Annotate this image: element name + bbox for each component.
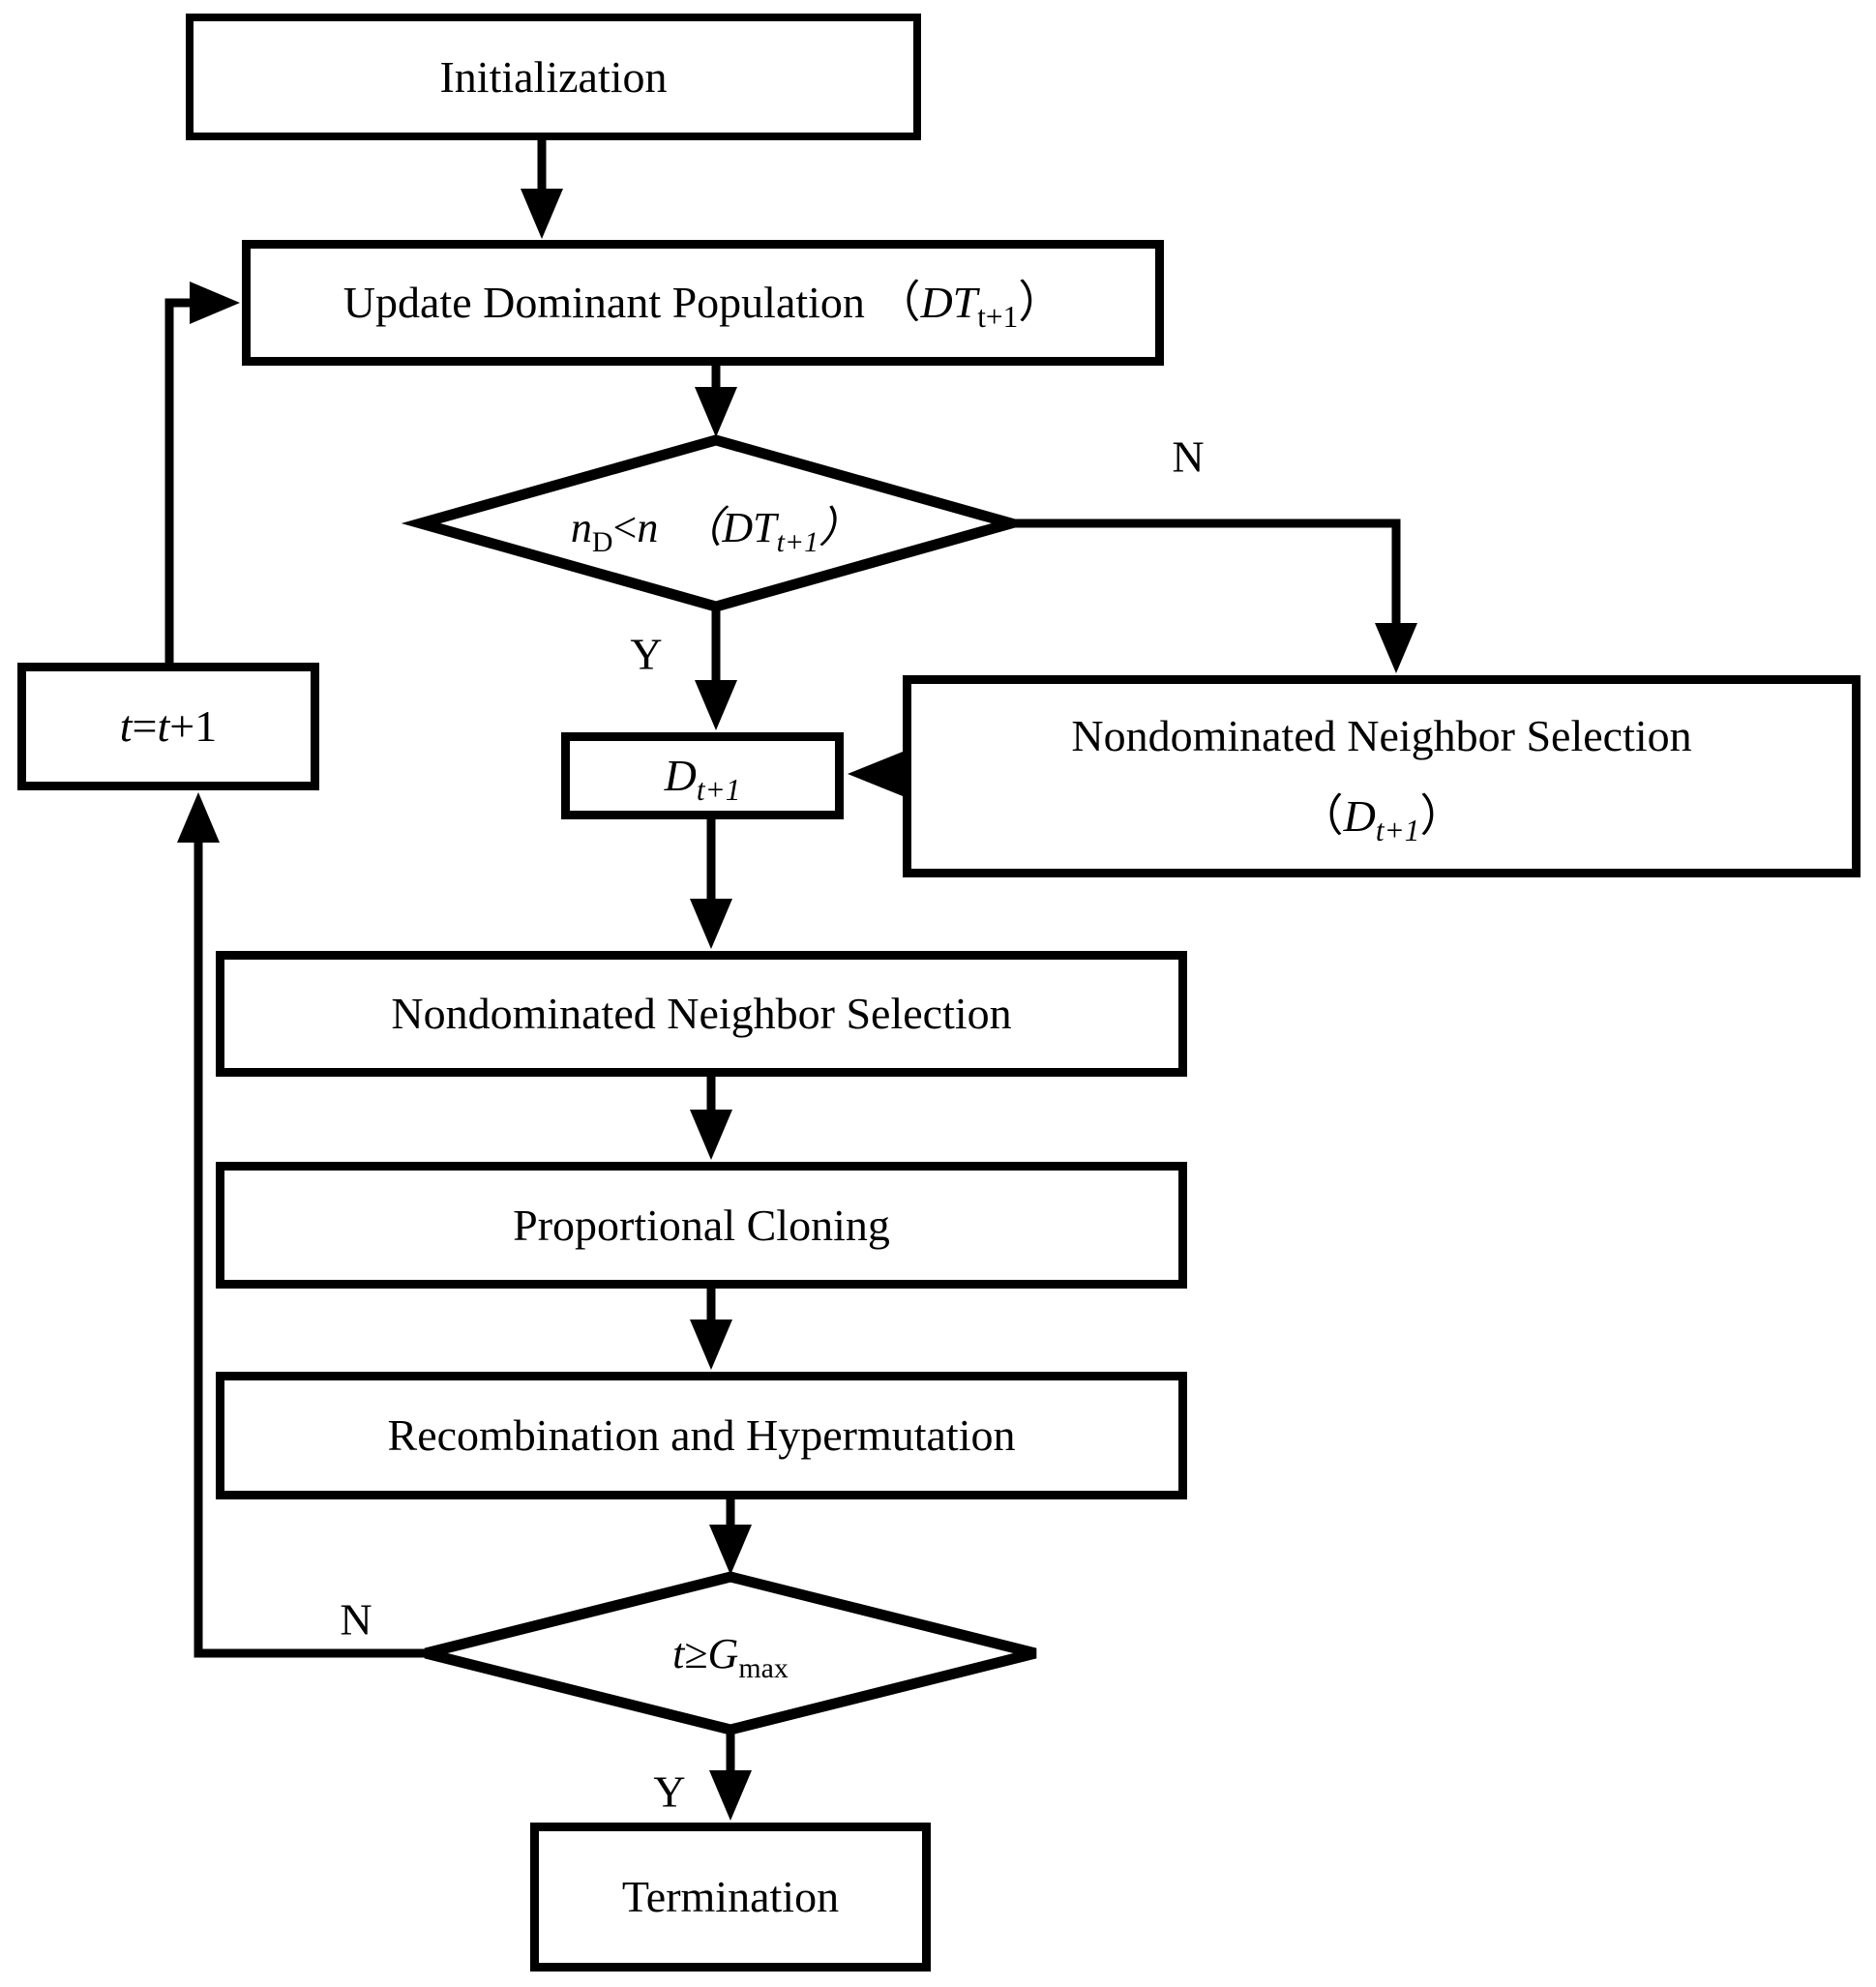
- edge-decision2-no: [194, 840, 426, 1658]
- node-initialization: Initialization: [186, 14, 921, 140]
- arrowhead-altselection-to-dbox: [848, 752, 903, 796]
- arrowhead-cloning-to-recombination: [690, 1320, 732, 1370]
- node-active-population-label: Dt+1: [664, 751, 741, 808]
- node-active-population: Dt+1: [561, 732, 844, 819]
- node-nns-label: Nondominated Neighbor Selection: [391, 989, 1012, 1039]
- label-decision1-no: N: [1172, 431, 1205, 482]
- label-decision2-no: N: [340, 1594, 372, 1645]
- node-proportional-cloning-label: Proportional Cloning: [513, 1200, 890, 1250]
- arrowhead-dbox-to-nns: [690, 899, 732, 949]
- node-termination-label: Termination: [621, 1872, 840, 1922]
- node-update-dominant-population: Update Dominant Population （DTt+1）: [242, 240, 1164, 366]
- arrowhead-decision1-yes: [695, 680, 737, 730]
- arrowhead-update-to-decision1: [695, 387, 737, 437]
- node-nondominated-neighbor-selection: Nondominated Neighbor Selection: [216, 951, 1187, 1077]
- arrowhead-recombination-to-decision2: [709, 1525, 752, 1575]
- label-decision2-yes: Y: [653, 1766, 686, 1817]
- edge-decision1-no: [1006, 519, 1401, 626]
- node-nondominated-neighbor-selection-alt: Nondominated Neighbor Selection （Dt+1）: [903, 675, 1861, 877]
- node-proportional-cloning: Proportional Cloning: [216, 1162, 1187, 1289]
- label-decision1-yes: Y: [630, 629, 663, 679]
- node-termination: Termination: [530, 1823, 931, 1972]
- arrowhead-decision2-yes: [709, 1770, 752, 1821]
- decision1-diamond-shape: [401, 434, 1031, 612]
- node-nns-alt-line1: Nondominated Neighbor Selection: [1071, 710, 1692, 760]
- node-increment-counter-label: t=t+1: [119, 701, 218, 752]
- node-nns-alt-line2: （Dt+1）: [1298, 790, 1465, 847]
- arrowhead-init-to-update: [521, 189, 563, 239]
- node-recombination-hypermutation: Recombination and Hypermutation: [216, 1372, 1187, 1499]
- node-update-dominant-population-label: Update Dominant Population （DTt+1）: [342, 278, 1063, 335]
- node-nns-alt-content: Nondominated Neighbor Selection （Dt+1）: [1071, 697, 1691, 857]
- arrowhead-decision2-no: [177, 792, 220, 843]
- node-initialization-label: Initialization: [439, 51, 668, 102]
- edge-increment-to-update: [164, 298, 194, 667]
- decision2-diamond-shape: [424, 1571, 1037, 1735]
- node-increment-counter: t=t+1: [17, 663, 319, 790]
- node-recombination-hypermutation-label: Recombination and Hypermutation: [387, 1410, 1016, 1461]
- arrowhead-nns-to-cloning: [690, 1110, 732, 1160]
- arrowhead-decision1-no: [1375, 623, 1417, 673]
- arrowhead-increment-to-update: [190, 282, 240, 324]
